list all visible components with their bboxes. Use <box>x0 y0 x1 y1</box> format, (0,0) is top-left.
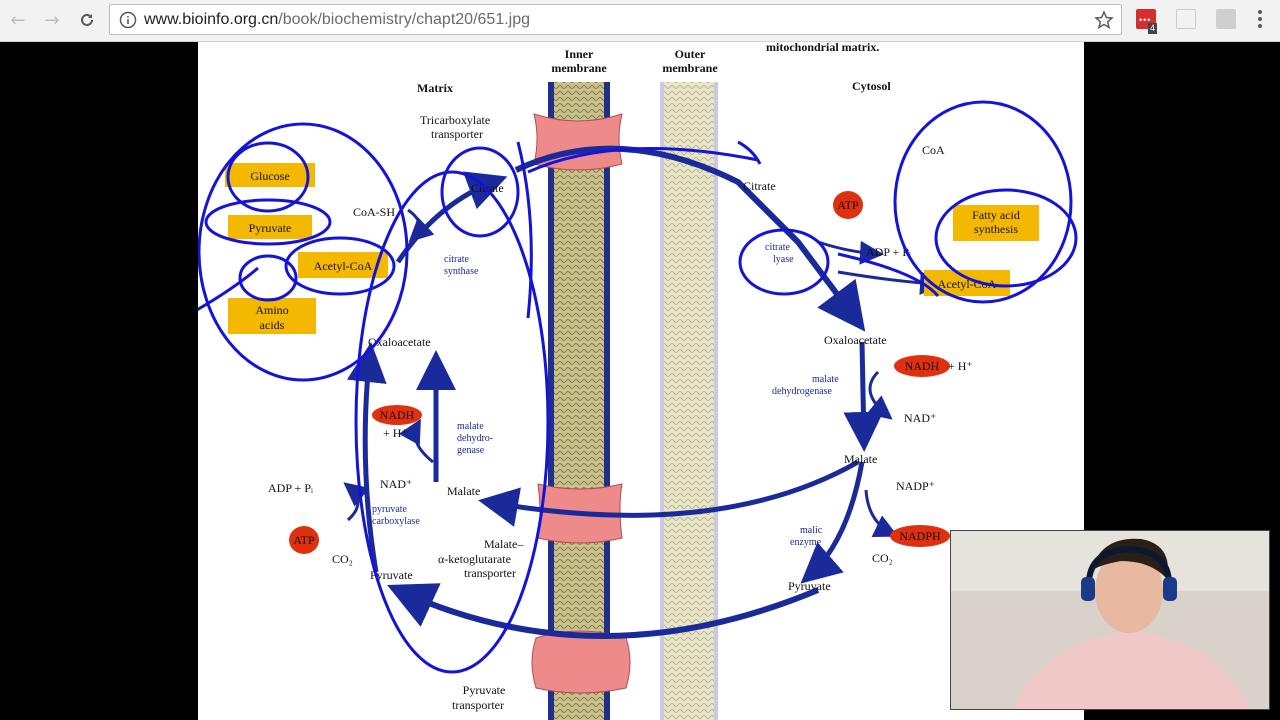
acetyl-coa-matrix-box <box>298 252 388 278</box>
pocket-icon[interactable] <box>1176 9 1196 29</box>
nadh-matrix-label: NADH <box>380 408 415 422</box>
malate-dh-label-2: dehydro- <box>457 433 493 444</box>
acetyl-coa-matrix-label: Acetyl-CoA <box>314 259 373 273</box>
atp-cytosol-label: ATP <box>837 198 859 212</box>
extension-badge: 4 <box>1148 23 1158 34</box>
menu-icon[interactable] <box>1258 10 1262 28</box>
oxaloacetate-matrix-label: Oxaloacetate <box>368 335 431 349</box>
malate-matrix-label: Malate <box>447 484 480 498</box>
fatty-acid-box <box>953 205 1039 241</box>
pyruvate-matrix-label: Pyruvate <box>370 568 413 582</box>
amino-acids-label-1: Amino <box>255 303 288 317</box>
acetyl-coa-cytosol-label: Acetyl-CoA <box>938 277 997 291</box>
h-plus-cytosol-label: + H⁺ <box>948 359 973 373</box>
fatty-acid-label-1: Fatty acid <box>972 208 1020 222</box>
star-icon[interactable] <box>1094 10 1114 35</box>
browser-toolbar: ← → www.bioinfo.org.cn/book/biochemistry… <box>0 0 1280 42</box>
arrow-left-icon[interactable]: ← <box>10 9 26 31</box>
nadh-cytosol-oval <box>894 355 950 377</box>
pyruvate-transporter-label-1: Pyruvate <box>463 683 506 697</box>
co2-cytosol-label: CO₂ <box>872 551 893 565</box>
ink-annotations <box>198 100 1078 674</box>
acetyl-coa-cytosol-box <box>924 270 1010 296</box>
pyruvate-carboxylase-label-2: carboxylase <box>372 516 420 527</box>
atp-matrix-oval <box>289 526 319 554</box>
diagram-image: mitochondrial matrix. Inner membrane Out… <box>198 42 1084 720</box>
co2-matrix-label: CO₂ <box>332 552 353 566</box>
pyruvate-box-label: Pyruvate <box>249 221 292 235</box>
info-icon[interactable] <box>119 11 137 34</box>
inner-membrane <box>548 82 610 720</box>
atp-cytosol-oval <box>833 191 863 219</box>
coa-cytosol-label: CoA <box>922 143 945 157</box>
citrate-synthase-label-2: synthase <box>444 266 479 277</box>
malate-dh-label-3: genase <box>457 445 485 456</box>
glucose-label: Glucose <box>250 169 289 183</box>
webcam-overlay <box>950 530 1270 710</box>
reload-icon[interactable] <box>75 8 99 32</box>
adp-pi-label: ADP + Pᵢ <box>268 481 313 495</box>
fatty-acid-label-2: synthesis <box>974 222 1018 236</box>
atp-matrix-label: ATP <box>293 533 315 547</box>
inner-membrane-label-1: Inner <box>565 47 594 61</box>
malate-dehydrogenase-label-2: dehydrogenase <box>772 386 833 397</box>
nad-plus-cytosol-label: NAD⁺ <box>904 411 936 425</box>
matrix-label: Matrix <box>417 81 453 95</box>
outer-membrane-label-1: Outer <box>675 47 706 61</box>
malate-akg-label-1: Malate– <box>484 537 524 551</box>
cytosol-label: Cytosol <box>852 79 891 93</box>
pyruvate-transporter <box>531 630 631 694</box>
malate-dehydrogenase-label-1: malate <box>812 374 839 385</box>
amino-acids-label-2: acids <box>260 318 285 332</box>
nadph-label: NADPH <box>899 529 941 543</box>
pyruvate-carboxylase-label-1: pyruvate <box>372 504 408 515</box>
h-plus-matrix-label: + H⁺ <box>383 426 408 440</box>
url-domain: www.bioinfo.org.cn <box>144 11 279 28</box>
malate-akg-label-3: transporter <box>464 566 516 580</box>
presenter-avatar <box>951 531 1269 709</box>
address-bar[interactable]: www.bioinfo.org.cn/book/biochemistry/cha… <box>109 4 1122 35</box>
nadh-cytosol-label: NADH <box>905 359 940 373</box>
nad-plus-matrix-label: NAD⁺ <box>380 477 412 491</box>
oxaloacetate-cytosol-label: Oxaloacetate <box>824 333 887 347</box>
coa-sh-label: CoA-SH <box>353 205 395 219</box>
extension-r-icon[interactable] <box>1216 9 1236 29</box>
citrate-lyase-label-1: citrate <box>765 242 791 253</box>
malate-cytosol-label: Malate <box>844 452 877 466</box>
citrate-synthase-label-1: citrate <box>444 254 470 265</box>
top-caption: mitochondrial matrix. <box>766 42 879 54</box>
nadp-plus-label: NADP⁺ <box>896 479 935 493</box>
pyruvate-box <box>228 215 312 239</box>
citrate-cytosol-label: Citrate <box>743 179 776 193</box>
citrate-shuttle-diagram: mitochondrial matrix. Inner membrane Out… <box>198 42 1078 720</box>
malate-akg-label-2: α-ketoglutarate <box>438 552 511 566</box>
malic-enzyme-label-1: malic <box>800 525 823 536</box>
tricarboxylate-label-1: Tricarboxylate <box>420 113 490 127</box>
malate-dh-label-1: malate <box>457 421 484 432</box>
nadh-matrix-oval <box>372 405 422 425</box>
url-text[interactable]: www.bioinfo.org.cn/book/biochemistry/cha… <box>144 11 530 29</box>
extension-red-icon[interactable]: ••• 4 <box>1136 9 1158 34</box>
outer-membrane-label-2: membrane <box>662 61 718 75</box>
arrow-right-icon[interactable]: → <box>44 9 60 31</box>
tricarboxylate-label-2: transporter <box>431 127 483 141</box>
pyruvate-transporter-label-2: transporter <box>452 698 504 712</box>
pyruvate-cytosol-label: Pyruvate <box>788 579 831 593</box>
citrate-lyase-label-2: lyase <box>773 254 794 265</box>
malic-enzyme-label-2: enzyme <box>790 537 822 548</box>
amino-acids-box <box>228 298 316 334</box>
inner-membrane-label-2: membrane <box>551 61 607 75</box>
outer-membrane <box>660 82 718 720</box>
url-path: /book/biochemistry/chapt20/651.jpg <box>278 11 531 28</box>
adp-pi-cytosol-label: ADP + Pᵢ <box>866 245 911 259</box>
tricarboxylate-transporter <box>533 113 623 171</box>
glucose-box <box>225 163 315 187</box>
nadph-oval <box>890 525 950 547</box>
